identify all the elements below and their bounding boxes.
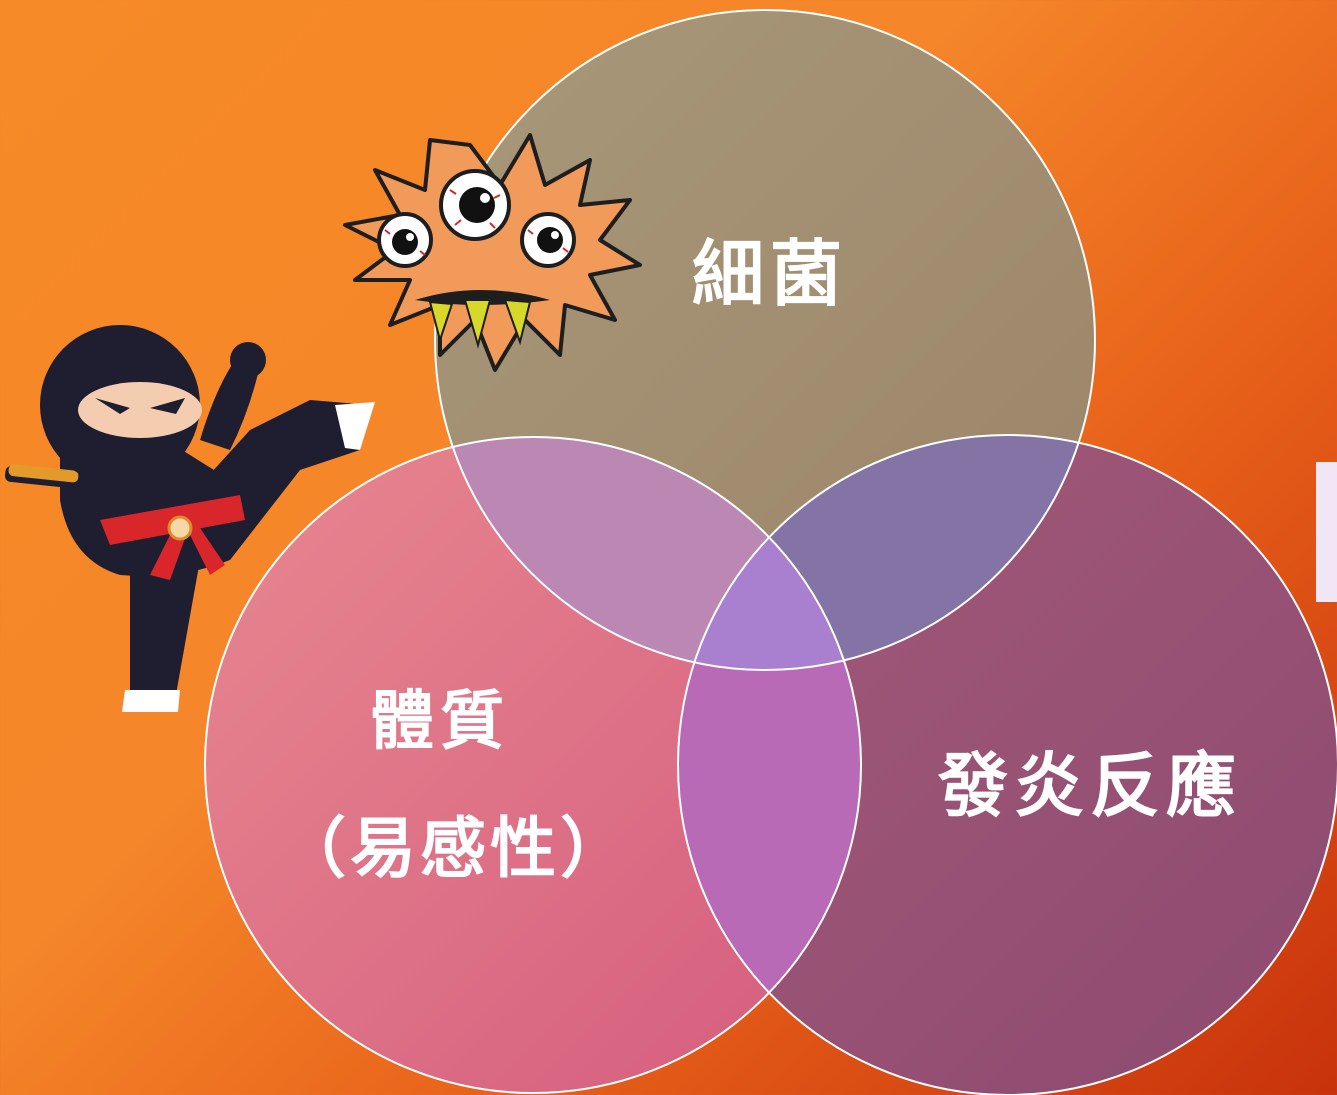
label-constitution: 體質	[370, 685, 510, 759]
circle-outline	[434, 9, 1096, 671]
label-inflammation: 發炎反應	[938, 745, 1242, 827]
circle-outline	[677, 434, 1337, 1095]
label-bacteria: 細菌	[691, 232, 848, 316]
bacteria-monster-icon	[343, 133, 642, 372]
ninja-icon	[5, 325, 375, 712]
label-susceptibility: （易感性）	[280, 810, 630, 887]
overlap-top-right	[678, 435, 1095, 670]
overlap-top-left	[435, 437, 861, 670]
circle-outline	[204, 436, 862, 1094]
offscreen-panel-edge	[1316, 462, 1337, 602]
